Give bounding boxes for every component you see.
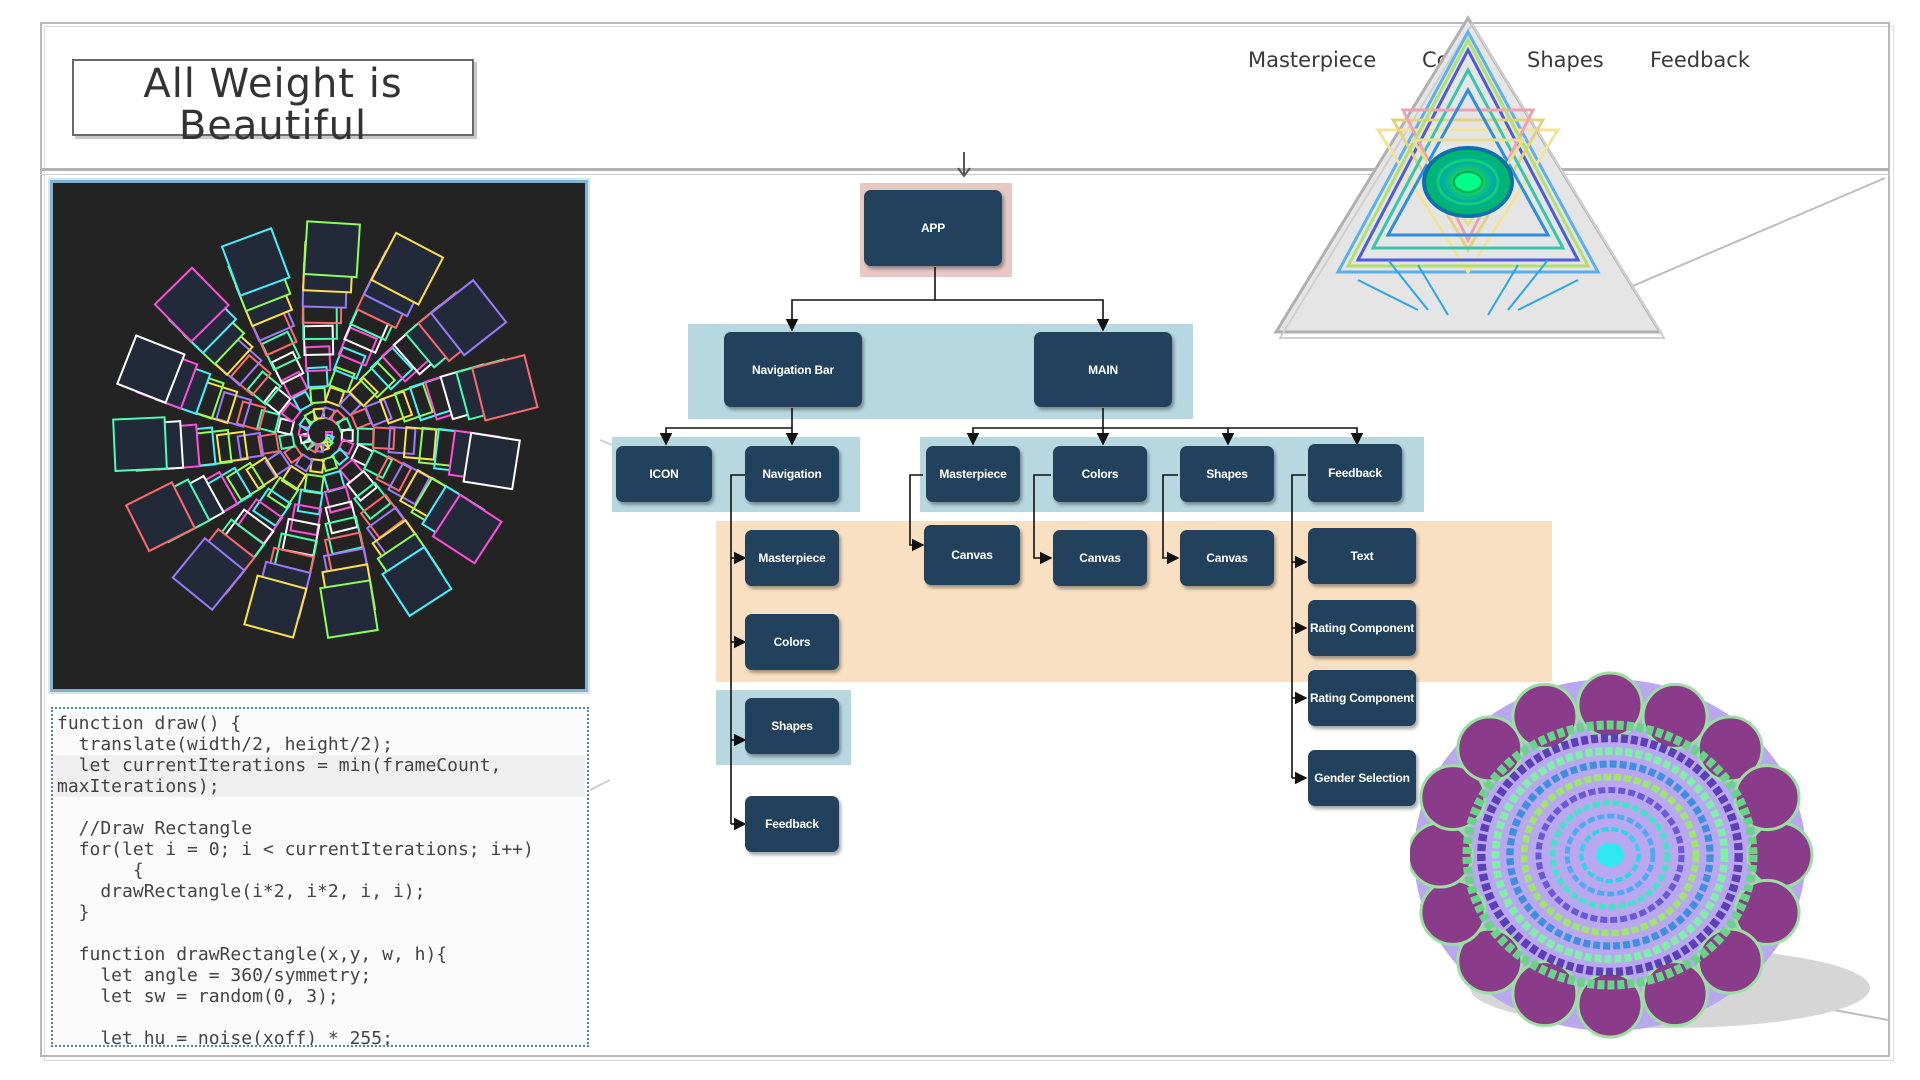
node-canvas-masterpiece[interactable]: Canvas bbox=[924, 525, 1020, 585]
node-text[interactable]: Text bbox=[1308, 528, 1416, 584]
code-line: let hu = noise(xoff) * 255; bbox=[57, 1028, 393, 1047]
generative-art-panel bbox=[50, 180, 588, 692]
node-app[interactable]: APP bbox=[864, 190, 1002, 266]
nav-item-shapes[interactable]: Shapes bbox=[1527, 48, 1604, 72]
node-nav-colors[interactable]: Colors bbox=[745, 614, 839, 670]
node-nav-masterpiece[interactable]: Masterpiece bbox=[745, 530, 839, 586]
code-editor[interactable]: function draw() { translate(width/2, hei… bbox=[51, 707, 589, 1047]
code-line: { bbox=[57, 860, 144, 881]
code-line: maxIterations); bbox=[57, 776, 220, 797]
code-line: let currentIterations = min(frameCount, bbox=[57, 755, 502, 776]
logo-text: All Weight is Beautiful bbox=[74, 63, 472, 147]
code-line: function drawRectangle(x,y, w, h){ bbox=[57, 944, 448, 965]
node-main-colors[interactable]: Colors bbox=[1053, 446, 1147, 502]
node-gender-selection[interactable]: Gender Selection bbox=[1308, 750, 1416, 806]
node-main[interactable]: MAIN bbox=[1034, 332, 1172, 407]
logo-line-1: All Weight is bbox=[143, 61, 403, 107]
code-line: translate(width/2, height/2); bbox=[57, 734, 393, 755]
node-nav-feedback[interactable]: Feedback bbox=[745, 796, 839, 852]
spiral-art-image bbox=[112, 220, 539, 639]
node-nav-shapes[interactable]: Shapes bbox=[745, 698, 839, 754]
nav-item-feedback[interactable]: Feedback bbox=[1650, 48, 1751, 72]
wireframe-frame bbox=[40, 22, 1890, 1057]
logo-line-2: Beautiful bbox=[178, 103, 368, 149]
nav-item-masterpiece[interactable]: Masterpiece bbox=[1248, 48, 1377, 72]
code-line: function draw() { bbox=[57, 713, 242, 734]
node-rating-component-2[interactable]: Rating Component bbox=[1308, 670, 1416, 726]
triangle-art-image bbox=[1273, 15, 1666, 339]
node-main-masterpiece[interactable]: Masterpiece bbox=[926, 446, 1020, 502]
circle-art-image bbox=[1410, 671, 1870, 1039]
code-line: let sw = random(0, 3); bbox=[57, 986, 339, 1007]
logo-box[interactable]: All Weight is Beautiful bbox=[72, 59, 474, 147]
code-line: let angle = 360/symmetry; bbox=[57, 965, 372, 986]
code-highlight bbox=[53, 755, 585, 797]
code-line: } bbox=[57, 902, 90, 923]
node-main-feedback[interactable]: Feedback bbox=[1308, 444, 1402, 502]
node-canvas-shapes[interactable]: Canvas bbox=[1180, 530, 1274, 586]
node-navigation[interactable]: Navigation bbox=[745, 446, 839, 502]
node-canvas-colors[interactable]: Canvas bbox=[1053, 530, 1147, 586]
node-icon[interactable]: ICON bbox=[616, 446, 712, 502]
code-line: //Draw Rectangle bbox=[57, 818, 253, 839]
code-line: drawRectangle(i*2, i*2, i, i); bbox=[57, 881, 426, 902]
node-navigation-bar[interactable]: Navigation Bar bbox=[724, 332, 862, 407]
code-line: for(let i = 0; i < currentIterations; i+… bbox=[57, 839, 534, 860]
node-rating-component-1[interactable]: Rating Component bbox=[1308, 600, 1416, 656]
node-main-shapes[interactable]: Shapes bbox=[1180, 446, 1274, 502]
frame-shadow bbox=[44, 26, 1894, 1061]
